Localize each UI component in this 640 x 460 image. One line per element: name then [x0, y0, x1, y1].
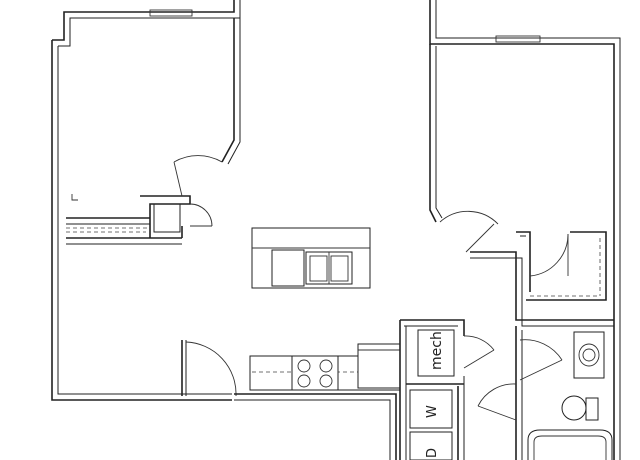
dryer [409, 431, 453, 460]
mech-label: mech [429, 331, 445, 370]
bathroom [477, 326, 621, 460]
refrigerator [357, 343, 401, 389]
window-top-right [495, 35, 541, 43]
vanity [573, 331, 605, 379]
left-bedroom-doors [173, 155, 223, 227]
bathroom-sink [578, 343, 600, 367]
dryer-label: D [425, 448, 440, 458]
toilet [561, 395, 587, 421]
bathtub [527, 429, 613, 460]
entry-door [181, 340, 237, 397]
washer [409, 389, 453, 429]
kitchen-counter [249, 343, 401, 391]
right-bedroom-walls [429, 0, 621, 330]
window-top-left [149, 9, 193, 17]
left-bedroom-walls [51, 0, 241, 401]
washer-label: W [425, 405, 440, 418]
kitchen-island [251, 227, 371, 289]
mech-closet [417, 329, 455, 377]
mech-laundry: mech W D [399, 319, 495, 460]
right-bedroom-doors [439, 210, 569, 277]
bottom-wall [234, 393, 397, 460]
